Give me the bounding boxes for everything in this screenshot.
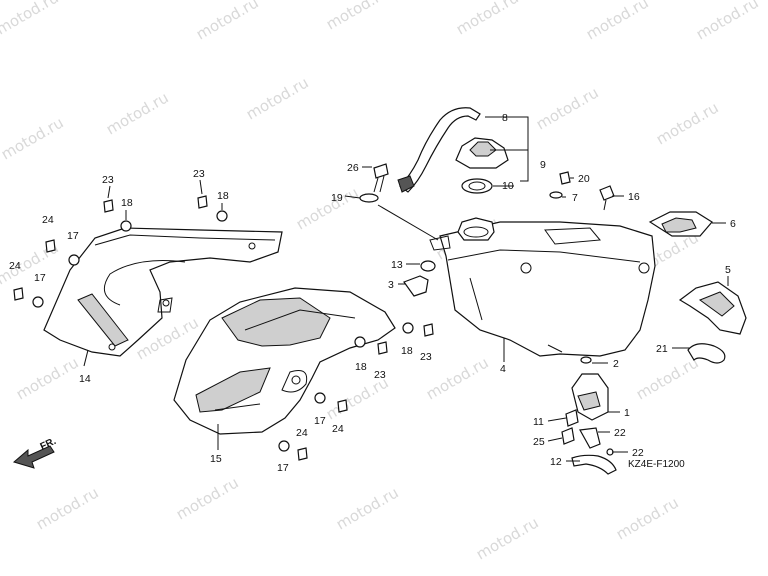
tank-bolt-26 xyxy=(359,163,389,203)
watermark: motod.ru xyxy=(0,0,62,38)
watermark: motod.ru xyxy=(633,353,702,403)
callout-label: 25 xyxy=(533,436,545,448)
callout-label: 16 xyxy=(628,191,640,203)
watermark: motod.ru xyxy=(293,183,362,233)
callout-label: 17 xyxy=(277,462,289,474)
callout-label: 2 xyxy=(613,358,619,370)
watermark: motod.ru xyxy=(323,0,392,33)
watermark: motod.ru xyxy=(333,483,402,533)
grommet-and-stay xyxy=(403,260,436,297)
watermark: motod.ru xyxy=(453,0,522,38)
watermark: motod.ru xyxy=(13,353,82,403)
callout-label: 24 xyxy=(42,214,54,226)
callout-label: 17 xyxy=(34,272,46,284)
callout-label: 23 xyxy=(420,351,432,363)
callout-label: 21 xyxy=(656,343,668,355)
watermark: motod.ru xyxy=(613,493,682,543)
callout-label: 19 xyxy=(331,192,343,204)
callout-label: 13 xyxy=(391,259,403,271)
watermark: motod.ru xyxy=(653,98,722,148)
watermark: motod.ru xyxy=(533,83,602,133)
callout-labels: 8 9 10 26 19 20 7 16 6 5 21 13 3 2 4 1 1… xyxy=(9,112,736,474)
callout-label: 18 xyxy=(121,197,133,209)
clip-21 xyxy=(687,343,726,364)
watermark: motod.ru xyxy=(473,513,542,563)
callout-label: 8 xyxy=(502,112,508,124)
callout-label: 20 xyxy=(578,173,590,185)
callout-label: 15 xyxy=(210,453,222,465)
shroud-hardware xyxy=(13,195,434,461)
callout-label: 22 xyxy=(632,447,644,459)
watermark: motod.ru xyxy=(173,473,242,523)
watermark: motod.ru xyxy=(193,0,262,43)
watermark: motod.ru xyxy=(693,0,762,43)
callout-label: 14 xyxy=(79,373,91,385)
watermark: motod.ru xyxy=(103,88,172,138)
callout-label: 1 xyxy=(624,407,630,419)
callout-label: 24 xyxy=(296,427,308,439)
bracket-6 xyxy=(648,211,713,237)
watermark: motod.ru xyxy=(243,73,312,123)
callout-label: 5 xyxy=(725,264,731,276)
callout-label: 3 xyxy=(388,279,394,291)
fuel-valve-assembly xyxy=(561,356,617,475)
callout-label: 18 xyxy=(401,345,413,357)
front-label: FR. xyxy=(39,436,58,453)
band-5 xyxy=(678,281,747,335)
callout-label: 17 xyxy=(314,415,326,427)
callout-label: 17 xyxy=(67,230,79,242)
callout-label: 9 xyxy=(540,159,546,171)
callout-label: 23 xyxy=(374,369,386,381)
callout-label: 18 xyxy=(355,361,367,373)
watermark: motod.ru xyxy=(33,483,102,533)
leader-lines xyxy=(83,116,729,462)
left-shroud-part xyxy=(43,227,283,357)
callout-label: 18 xyxy=(217,190,229,202)
front-direction-arrow: FR. xyxy=(12,436,58,469)
callout-label: 26 xyxy=(347,162,359,174)
callout-label: 23 xyxy=(102,174,114,186)
callout-label: 11 xyxy=(533,416,544,428)
watermark: motod.ru xyxy=(0,113,67,163)
fuel-tank-part xyxy=(429,217,656,357)
callout-label: 6 xyxy=(730,218,736,230)
callout-label: 23 xyxy=(193,168,205,180)
watermark: motod.ru xyxy=(583,0,652,43)
callout-label: 7 xyxy=(572,192,578,204)
callout-label: 10 xyxy=(502,180,514,192)
fuel-cap-assembly xyxy=(397,107,509,194)
callout-label: 4 xyxy=(500,363,506,375)
callout-label: 12 xyxy=(550,456,562,468)
callout-label: 22 xyxy=(614,427,626,439)
callout-label: 24 xyxy=(9,260,21,272)
diagram-code: KZ4E-F1200 xyxy=(628,459,685,470)
callout-label: 24 xyxy=(332,423,344,435)
watermark: motod.ru xyxy=(423,353,492,403)
